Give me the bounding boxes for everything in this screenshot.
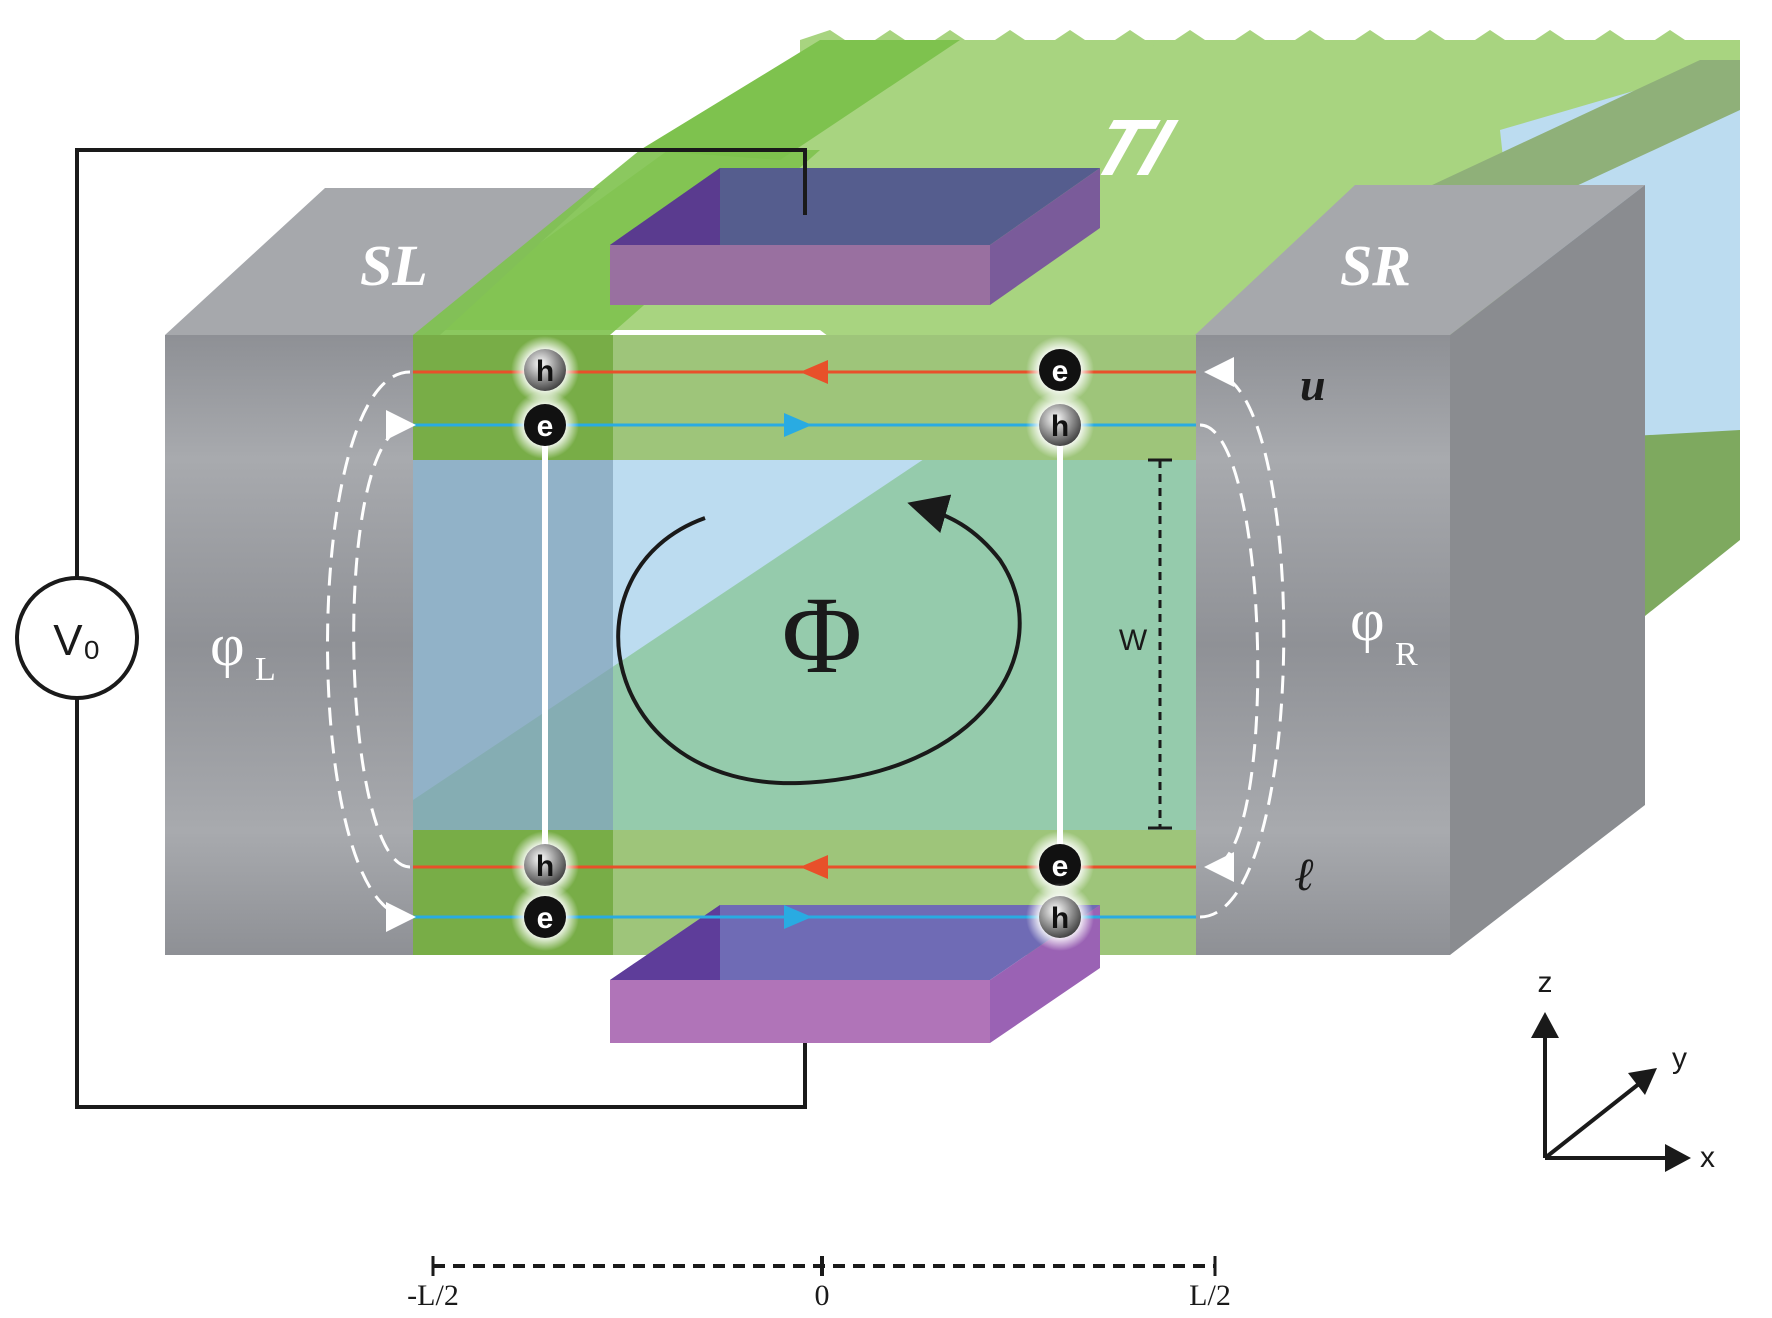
circuit-wire-top xyxy=(75,148,807,578)
lower-electron-arrow xyxy=(800,855,828,879)
lower-hole-arrow xyxy=(784,905,812,929)
lower-edge-band-left xyxy=(413,830,613,955)
flux-symbol: Φ xyxy=(782,574,862,696)
sr-side-face xyxy=(1450,185,1645,955)
svg-text:h: h xyxy=(1051,902,1069,935)
sr-top-face xyxy=(1195,185,1645,335)
right-andreev-loop-inner xyxy=(1199,423,1260,882)
lower-left-electron: e xyxy=(511,883,579,951)
right-andreev-loop-outer xyxy=(1199,357,1286,919)
phase-right-subscript: R xyxy=(1395,636,1418,673)
lower-right-hole: h xyxy=(1026,883,1094,951)
axis-z-label: z xyxy=(1538,966,1553,999)
flux-circulation-arrow xyxy=(616,494,1022,786)
phase-right-symbol: φ xyxy=(1350,587,1385,653)
upper-right-electron: e xyxy=(1026,336,1094,404)
sr-label: SR xyxy=(1340,233,1411,298)
bottom-gate-left-side xyxy=(610,905,720,980)
svg-text:h: h xyxy=(1051,410,1069,443)
scale-label-left: -L/2 xyxy=(407,1279,459,1312)
upper-right-hole: h xyxy=(1026,391,1094,459)
width-label: W xyxy=(1119,624,1148,657)
upper-hole-arrow xyxy=(784,413,812,437)
upper-edge-label: u xyxy=(1300,359,1326,410)
upper-left-hole: h xyxy=(511,336,579,404)
svg-text:e: e xyxy=(537,902,554,935)
voltage-source xyxy=(15,576,139,700)
svg-text:h: h xyxy=(536,850,554,883)
svg-text:e: e xyxy=(537,410,554,443)
bottom-gate-top xyxy=(610,905,1100,980)
lower-right-electron: e xyxy=(1026,831,1094,899)
upper-electron-arrow xyxy=(800,360,828,384)
bottom-gate-front xyxy=(610,980,990,1043)
top-gate-top xyxy=(610,168,1100,245)
top-gate-right-side xyxy=(990,168,1100,305)
ti-zigzag-edge xyxy=(800,30,1740,60)
upper-edge-band-left xyxy=(413,335,613,460)
lower-left-hole: h xyxy=(511,831,579,899)
sr-front-face xyxy=(1195,335,1450,955)
lower-edge-label: ℓ xyxy=(1295,849,1315,900)
sl-front-face xyxy=(165,335,445,955)
top-gate-front xyxy=(610,245,990,305)
svg-text:e: e xyxy=(1052,850,1069,883)
circuit-wire-bottom xyxy=(75,698,807,1109)
voltage-source-label: V₀ xyxy=(53,616,101,665)
junction-shadow-left xyxy=(413,455,613,830)
svg-text:e: e xyxy=(1052,355,1069,388)
coordinate-axes xyxy=(1531,1012,1691,1172)
axis-x-label: x xyxy=(1700,1141,1715,1174)
upper-left-electron: e xyxy=(511,391,579,459)
left-andreev-loop-outer xyxy=(326,370,416,932)
top-gate-left-side xyxy=(610,168,720,245)
left-andreev-loop-inner xyxy=(352,410,416,869)
phase-left-subscript: L xyxy=(255,651,276,688)
scale-label-center: 0 xyxy=(815,1279,830,1312)
ti-green-stripe xyxy=(640,40,960,160)
axis-y-label: y xyxy=(1672,1042,1687,1075)
svg-text:h: h xyxy=(536,355,554,388)
sl-label: SL xyxy=(360,233,428,298)
sl-top-face xyxy=(165,188,600,335)
scale-label-right: L/2 xyxy=(1189,1279,1231,1312)
phase-left-symbol: φ xyxy=(210,612,245,678)
